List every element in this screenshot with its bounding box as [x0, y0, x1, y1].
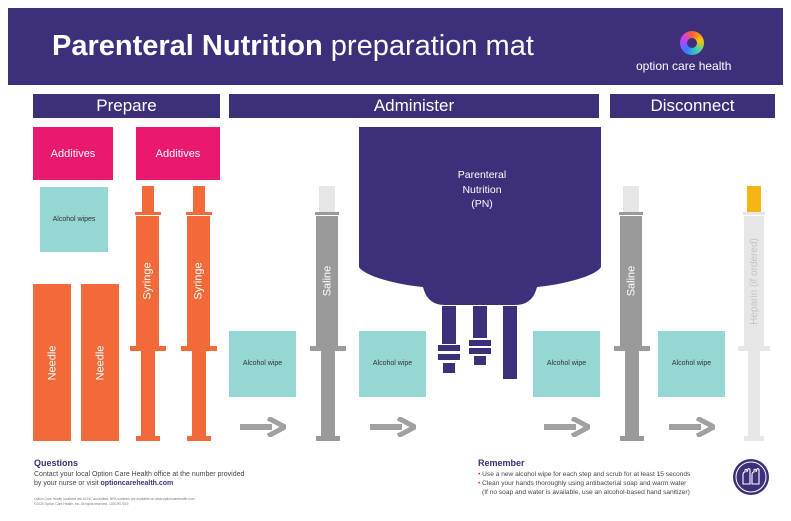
- pn-label: Parenteral Nutrition (PN): [440, 168, 524, 212]
- fine-print-line1: Option Care Health locations are ACHC ac…: [34, 497, 195, 501]
- alcohol-wipe-4: Alcohol wipe: [658, 331, 725, 397]
- pn-label-line1: Parenteral: [457, 169, 507, 181]
- syringe-2-flange: [181, 346, 217, 351]
- connector-2-clamp-a: [469, 340, 491, 346]
- remember-item-1-text: Use a new alcohol wipe for each step and…: [482, 471, 691, 478]
- pn-label-line2: Nutrition: [462, 183, 502, 196]
- questions-text-prefix: by your nurse or visit: [34, 480, 101, 488]
- remember-item-2: • Clean your hands thoroughly using anti…: [478, 480, 686, 487]
- heparin-rod: [748, 351, 760, 441]
- syringe-1-flange: [130, 346, 166, 351]
- questions-text-line2: by your nurse or visit optioncarehealth.…: [34, 479, 294, 488]
- saline-1-barrel: Saline: [316, 216, 338, 346]
- syringe-1-rod: [141, 351, 155, 441]
- questions-text: Contact your local Option Care Health of…: [34, 470, 294, 489]
- saline-2-label: Saline: [625, 265, 638, 297]
- questions-title: Questions: [34, 458, 79, 468]
- bullet-icon: •: [478, 480, 481, 487]
- arrow-right-icon-2: [370, 417, 416, 437]
- saline-2-barrel: Saline: [620, 216, 642, 346]
- additives-box-1: Additives: [33, 127, 113, 180]
- heparin-barrel: Heparin (if ordered): [744, 216, 764, 346]
- heparin-end: [744, 436, 764, 441]
- syringe-2-rod: [192, 351, 206, 441]
- gloves-icon: [735, 461, 767, 493]
- alcohol-wipe-1: Alcohol wipe: [229, 331, 296, 397]
- needle-1: Needle: [33, 284, 71, 441]
- heparin-flange: [738, 346, 770, 351]
- arrow-right-icon-3: [544, 417, 590, 437]
- syringe-1-thumbrest: [135, 212, 161, 215]
- saline-1-thumbrest: [315, 212, 339, 215]
- connector-3: [503, 306, 517, 379]
- questions-text-line1: Contact your local Option Care Health of…: [34, 471, 245, 478]
- saline-1-rod: [321, 351, 335, 441]
- syringe-2-end: [187, 436, 211, 441]
- brand-logo-icon: [680, 31, 704, 55]
- pn-label-line3: (PN): [471, 198, 493, 211]
- bullet-icon: •: [478, 471, 481, 478]
- website-link[interactable]: optioncarehealth.com: [100, 480, 174, 488]
- title-bold: Parenteral Nutrition: [52, 30, 323, 62]
- fine-print: Option Care Health locations are ACHC ac…: [34, 497, 234, 507]
- needle-2: Needle: [81, 284, 119, 441]
- remember-title: Remember: [478, 458, 525, 468]
- gloves-badge: [733, 459, 769, 495]
- saline-1-end: [316, 436, 340, 441]
- heparin-thumbrest: [743, 212, 765, 215]
- saline-2-thumbrest: [619, 212, 643, 215]
- alcohol-wipes-box: Alcohol wipes: [40, 187, 108, 252]
- fine-print-line2: ©2020 Option Care Health, Inc. All right…: [34, 501, 129, 506]
- remember-item-3: (If no soap and water is available, use …: [482, 489, 690, 496]
- alcohol-wipe-2: Alcohol wipe: [359, 331, 426, 397]
- connector-1: [442, 306, 456, 344]
- header-banner: [8, 8, 783, 85]
- additives-box-2: Additives: [136, 127, 220, 180]
- connector-2-tip: [474, 356, 486, 365]
- title-light: preparation mat: [330, 30, 534, 62]
- saline-2-end: [620, 436, 644, 441]
- section-administer: Administer: [229, 94, 599, 118]
- saline-1-flange: [310, 346, 346, 351]
- heparin-cap: [747, 186, 761, 212]
- alcohol-wipe-3: Alcohol wipe: [533, 331, 600, 397]
- syringe-1-end: [136, 436, 160, 441]
- saline-1-label: Saline: [321, 265, 334, 297]
- needle-2-label: Needle: [93, 345, 106, 380]
- connector-1-tip: [443, 363, 455, 373]
- heparin-label: Heparin (if ordered): [748, 237, 760, 325]
- brand-name: option care health: [636, 59, 732, 73]
- syringe-1-barrel: Syringe: [136, 216, 159, 346]
- remember-item-1: • Use a new alcohol wipe for each step a…: [478, 471, 690, 478]
- syringe-2-barrel: Syringe: [187, 216, 210, 346]
- connector-1-clamp-b: [438, 354, 460, 360]
- connector-1-clamp-a: [438, 345, 460, 351]
- saline-1-cap: [319, 186, 335, 212]
- needle-1-label: Needle: [45, 345, 58, 380]
- syringe-2-plunger: [193, 186, 205, 212]
- arrow-right-icon-1: [240, 417, 286, 437]
- remember-item-2-text: Clean your hands thoroughly using antiba…: [482, 480, 687, 487]
- section-disconnect: Disconnect: [610, 94, 775, 118]
- syringe-2-label: Syringe: [192, 262, 205, 300]
- section-prepare: Prepare: [33, 94, 220, 118]
- syringe-1-label: Syringe: [141, 262, 154, 300]
- arrow-right-icon-4: [669, 417, 715, 437]
- saline-2-flange: [614, 346, 650, 351]
- saline-2-cap: [623, 186, 639, 212]
- connector-2: [473, 306, 487, 338]
- saline-2-rod: [625, 351, 639, 441]
- connector-2-clamp-b: [469, 348, 491, 354]
- page-title: Parenteral Nutrition preparation mat: [52, 30, 534, 63]
- syringe-2-thumbrest: [186, 212, 212, 215]
- syringe-1-plunger: [142, 186, 154, 212]
- pn-bag-icon: [359, 127, 601, 305]
